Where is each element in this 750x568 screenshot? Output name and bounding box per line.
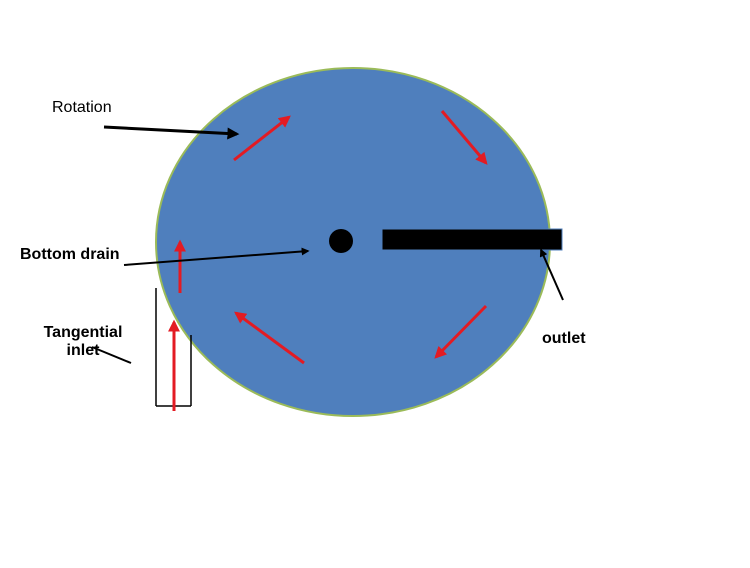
- bottom-drain: [329, 229, 353, 253]
- tangential-inlet-label: Tangential inlet: [30, 324, 136, 360]
- rotation-pointer-arrow-icon: [103, 125, 240, 140]
- bottom-drain-pointer-arrow-icon: [123, 247, 310, 266]
- flow-arrow-icon: [434, 304, 488, 359]
- tangential-inlet-label-line-2: inlet: [66, 342, 100, 359]
- tangential-inlet-label-line-1: Tangential: [43, 324, 123, 341]
- flow-arrow-icon: [233, 115, 291, 162]
- bottom-drain-label: Bottom drain: [20, 246, 120, 263]
- inlet-pointer-arrow-icon: [91, 346, 132, 364]
- outlet-pipe: [381, 228, 563, 251]
- flow-arrow-icon: [440, 110, 488, 165]
- flow-arrow-icon: [234, 311, 305, 365]
- rotation-label: Rotation: [52, 99, 112, 116]
- outlet-label: outlet: [542, 330, 586, 347]
- outlet-pointer-arrow-icon: [539, 248, 564, 301]
